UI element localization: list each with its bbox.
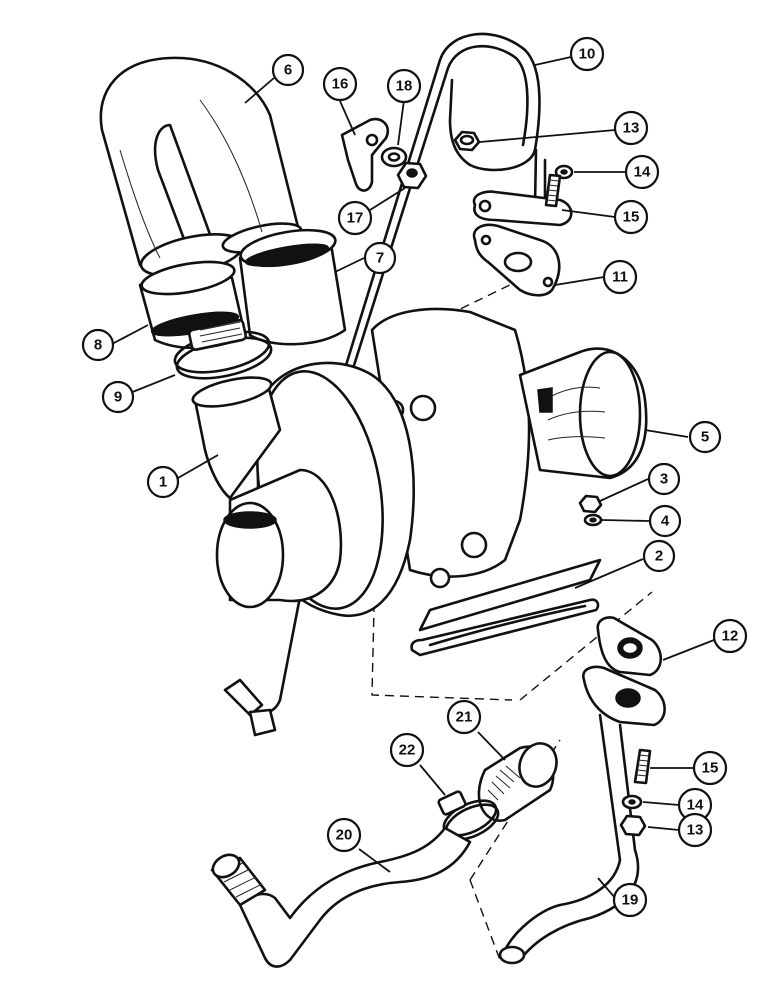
part-12-gasket [596,616,663,677]
part-21-cap [477,742,558,822]
part-14-washer-lower [621,794,643,810]
callout-1: 1 [146,465,180,499]
callout-17: 17 [337,200,373,236]
callout-13-top-label: 13 [623,120,640,137]
callout-22-label: 22 [399,742,416,759]
callout-18: 18 [386,68,422,104]
callout-19: 19 [612,882,648,918]
part-15-stud-lower [633,748,652,785]
callout-15-top: 15 [613,199,649,235]
callout-7-label: 7 [376,250,384,267]
callout-9: 9 [101,380,135,414]
part-7-hose-sleeve [238,228,347,346]
callout-13-top: 13 [613,110,649,146]
callout-1-label: 1 [159,474,167,491]
callout-20-label: 20 [336,827,353,844]
callout-5-label: 5 [701,429,709,446]
callout-8: 8 [81,328,115,362]
callout-4-label: 4 [661,513,670,530]
callout-20: 20 [326,817,362,853]
part-16-bracket [340,117,390,192]
callout-15-lower: 15 [692,750,728,786]
callout-8-label: 8 [94,337,102,354]
oil-feed-union [223,678,277,737]
callout-11-label: 11 [612,269,628,286]
part-3-nut [578,494,603,514]
part-2-gasket [410,558,602,657]
callout-7: 7 [363,241,397,275]
callout-14-top: 14 [624,154,660,190]
part-17-nut [396,161,428,190]
callout-21-label: 21 [456,709,473,726]
callout-22: 22 [389,732,425,768]
part-20-hose [210,826,472,968]
callout-10: 10 [569,36,605,72]
callout-9-label: 9 [114,389,122,406]
part-4-washer [583,513,603,527]
part-18-washer [380,146,408,168]
callout-10-label: 10 [579,46,596,63]
callout-15-lower-label: 15 [702,760,719,777]
part-1-turbocharger [191,307,648,618]
callout-17-label: 17 [347,210,364,227]
callout-16-label: 16 [332,76,349,93]
callout-4: 4 [648,504,682,538]
callout-5: 5 [688,420,722,454]
leader-lines [111,56,715,900]
callout-18-label: 18 [396,78,413,95]
callout-2: 2 [642,539,676,573]
callout-15-top-label: 15 [623,209,640,226]
callout-13-lower: 13 [677,812,713,848]
part-19-drain-pipe [498,665,666,965]
callout-19-label: 19 [622,892,639,909]
callout-6: 6 [271,53,305,87]
callout-3-label: 3 [660,471,668,488]
callout-14-top-label: 14 [634,164,651,181]
callout-14-lower-label: 14 [687,797,704,814]
callout-13-lower-label: 13 [687,822,704,839]
callout-11: 11 [602,259,638,295]
callout-3: 3 [647,462,681,496]
part-15-stud-top [544,173,562,208]
part-9-hose-clamp [173,318,273,380]
callout-21: 21 [446,699,482,735]
callout-16: 16 [322,66,358,102]
callout-2-label: 2 [655,548,663,565]
callout-12: 12 [712,618,748,654]
part-11-gasket [472,223,561,297]
part-13-nut-top [453,130,481,152]
callout-6-label: 6 [284,62,292,79]
part-13-nut-lower [619,814,647,837]
callout-12-label: 12 [722,628,739,645]
